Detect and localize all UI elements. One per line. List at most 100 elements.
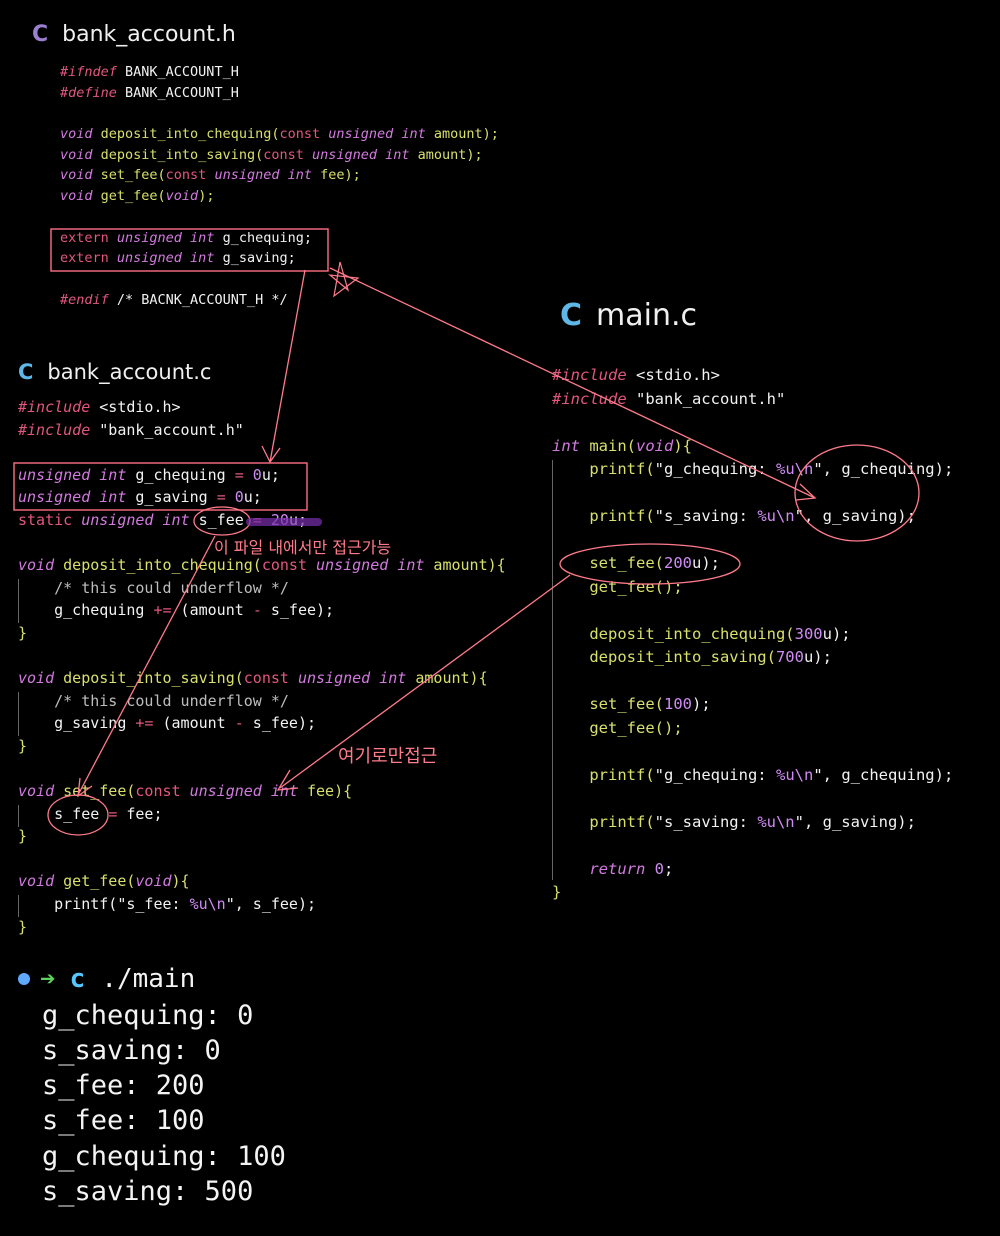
code-token: unsigned int — [108, 229, 215, 246]
code-line[interactable]: #ifndef BANK_ACCOUNT_H — [60, 62, 499, 83]
code-token: u); — [803, 648, 832, 666]
code-token: <stdio.h> — [90, 398, 181, 416]
code-token: const — [279, 126, 321, 143]
code-line[interactable]: } — [18, 735, 506, 758]
code-line[interactable]: printf("s_saving: %u\n", g_saving); — [552, 811, 953, 835]
code-line[interactable] — [552, 740, 953, 764]
code-token: = — [216, 488, 226, 507]
code-line[interactable]: get_fee(); — [552, 576, 953, 600]
code-line[interactable]: void deposit_into_saving(const unsigned … — [18, 667, 506, 690]
code-line[interactable]: extern unsigned int g_saving; — [60, 248, 499, 269]
code-line[interactable]: unsigned int g_chequing = 0u; — [18, 464, 506, 487]
code-token: void — [60, 126, 93, 143]
code-line[interactable] — [552, 411, 953, 435]
code-token: g_chequing — [18, 601, 154, 620]
code-line[interactable]: void deposit_into_saving(const unsigned … — [60, 145, 499, 166]
code-token: , g_saving); — [803, 507, 916, 525]
code-token: printf( — [552, 507, 655, 525]
code-token: get_fee( — [54, 872, 136, 891]
code-line[interactable]: void set_fee(const unsigned int fee){ — [18, 780, 506, 803]
code-line[interactable]: #include "bank_account.h" — [18, 419, 506, 442]
code-token: } — [552, 883, 562, 901]
code-token: const — [165, 167, 207, 184]
indent-guide — [18, 895, 19, 917]
code-line[interactable]: #include <stdio.h> — [18, 396, 506, 419]
code-line[interactable]: #include "bank_account.h" — [552, 388, 953, 412]
indent-guide — [18, 805, 19, 827]
code-token: 0 — [243, 465, 262, 484]
main-file-code[interactable]: #include <stdio.h>#include "bank_account… — [552, 364, 953, 905]
code-line[interactable]: /* this could underflow */ — [18, 577, 506, 600]
code-line[interactable] — [552, 599, 953, 623]
code-line[interactable]: s_fee = fee; — [18, 803, 506, 826]
code-line[interactable]: static unsigned int s_fee = 20u; — [18, 509, 506, 532]
code-line[interactable] — [18, 532, 506, 555]
code-line[interactable]: #include <stdio.h> — [552, 364, 953, 388]
main-file-title[interactable]: C main.c — [560, 298, 697, 333]
code-line[interactable] — [552, 529, 953, 553]
code-token: " — [813, 765, 823, 784]
code-line[interactable]: get_fee(); — [552, 717, 953, 741]
code-line[interactable]: #define BANK_ACCOUNT_H — [60, 83, 499, 104]
code-line[interactable] — [552, 787, 953, 811]
code-line[interactable]: void get_fee(void); — [60, 186, 499, 207]
code-line[interactable]: return 0; — [552, 858, 953, 882]
code-line[interactable] — [552, 670, 953, 694]
code-line[interactable]: deposit_into_chequing(300u); — [552, 623, 953, 647]
code-token: g_chequing — [126, 465, 235, 484]
code-token: g_chequing; — [214, 229, 312, 246]
code-line[interactable]: /* this could underflow */ — [18, 690, 506, 713]
code-token: fee); — [311, 167, 361, 184]
header-file-code[interactable]: #ifndef BANK_ACCOUNT_H#define BANK_ACCOU… — [60, 62, 499, 310]
code-line[interactable] — [60, 207, 499, 228]
code-token: unsigned int — [303, 146, 410, 163]
code-line[interactable]: extern unsigned int g_chequing; — [60, 228, 499, 249]
prompt-arrow-icon: ➔ — [40, 964, 56, 994]
code-line[interactable] — [552, 834, 953, 858]
code-line[interactable]: } — [552, 881, 953, 905]
header-file-name: bank_account.h — [62, 22, 236, 47]
source-file-code[interactable]: #include <stdio.h>#include "bank_account… — [18, 396, 506, 938]
code-token: } — [18, 827, 28, 846]
code-line[interactable]: void deposit_into_chequing(const unsigne… — [18, 554, 506, 577]
code-line[interactable]: } — [18, 622, 506, 645]
code-line[interactable]: printf("s_fee: %u\n", s_fee); — [18, 893, 506, 916]
indent-guide — [552, 460, 553, 880]
code-line[interactable]: printf("g_chequing: %u\n", g_chequing); — [552, 458, 953, 482]
code-line[interactable] — [18, 848, 506, 871]
code-line[interactable]: set_fee(200u); — [552, 552, 953, 576]
code-line[interactable]: printf("s_saving: %u\n", g_saving); — [552, 505, 953, 529]
code-line[interactable]: } — [18, 916, 506, 939]
code-line[interactable]: #endif /* BACNK_ACCOUNT_H */ — [60, 290, 499, 311]
code-line[interactable] — [18, 645, 506, 668]
code-token: 100 — [663, 695, 692, 713]
code-line[interactable]: printf("g_chequing: %u\n", g_chequing); — [552, 764, 953, 788]
code-line[interactable] — [60, 103, 499, 124]
code-line[interactable]: void set_fee(const unsigned int fee); — [60, 165, 499, 186]
code-token: amount){ — [406, 669, 488, 688]
code-line[interactable]: g_saving += (amount - s_fee); — [18, 712, 506, 735]
code-token: } — [18, 917, 28, 936]
code-line[interactable]: } — [18, 825, 506, 848]
code-token: += — [135, 714, 154, 733]
code-line[interactable] — [18, 441, 506, 464]
code-token: void — [60, 167, 93, 184]
code-line[interactable]: set_fee(100); — [552, 693, 953, 717]
code-token: #endif — [60, 291, 109, 308]
code-line[interactable] — [18, 758, 506, 781]
code-line[interactable]: void deposit_into_chequing(const unsigne… — [60, 124, 499, 145]
code-token: %u\n — [189, 895, 226, 914]
code-token: void — [165, 188, 199, 205]
code-line[interactable]: int main(void){ — [552, 435, 953, 459]
code-line[interactable] — [60, 269, 499, 290]
code-line[interactable]: void get_fee(void){ — [18, 870, 506, 893]
code-token: get_fee(); — [552, 718, 683, 737]
code-line[interactable]: g_chequing += (amount - s_fee); — [18, 599, 506, 622]
source-file-name: bank_account.c — [47, 360, 212, 384]
header-file-title[interactable]: C bank_account.h — [32, 22, 236, 47]
source-file-title[interactable]: C bank_account.c — [18, 360, 211, 384]
code-token: amount); — [409, 146, 483, 163]
code-line[interactable] — [552, 482, 953, 506]
code-line[interactable]: unsigned int g_saving = 0u; — [18, 486, 506, 509]
code-line[interactable]: deposit_into_saving(700u); — [552, 646, 953, 670]
